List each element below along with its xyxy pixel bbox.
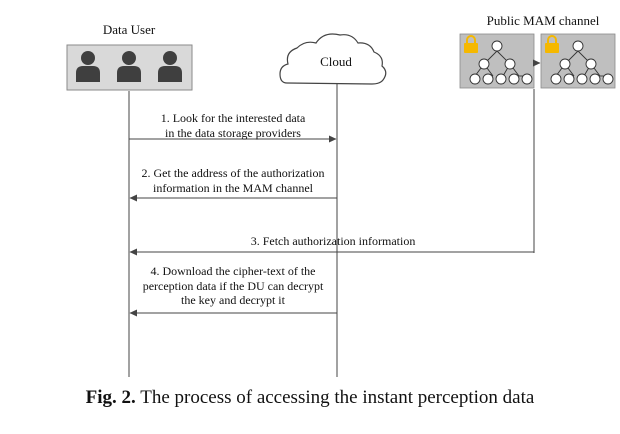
caption-prefix: Fig. 2. xyxy=(85,387,136,408)
message-label-1: 1. Look for the interested data in the d… xyxy=(160,111,306,140)
participant-label-data-user: Data User xyxy=(102,22,156,37)
data-user-group xyxy=(66,44,193,91)
message-label-4: 4. Download the cipher-text of the perce… xyxy=(142,264,324,307)
caption-text: The process of accessing the instant per… xyxy=(140,387,535,408)
mam-block-left xyxy=(459,33,535,89)
message-label-2: 2. Get the address of the authorization … xyxy=(141,166,325,195)
message-label-3: 3. Fetch authorization information xyxy=(250,234,416,248)
figure-caption: Fig. 2. The process of accessing the ins… xyxy=(0,387,620,409)
cloud-icon xyxy=(279,33,387,85)
participant-label-cloud: Cloud xyxy=(320,54,352,69)
mam-block-right xyxy=(540,33,616,89)
participant-label-mam: Public MAM channel xyxy=(486,13,600,28)
